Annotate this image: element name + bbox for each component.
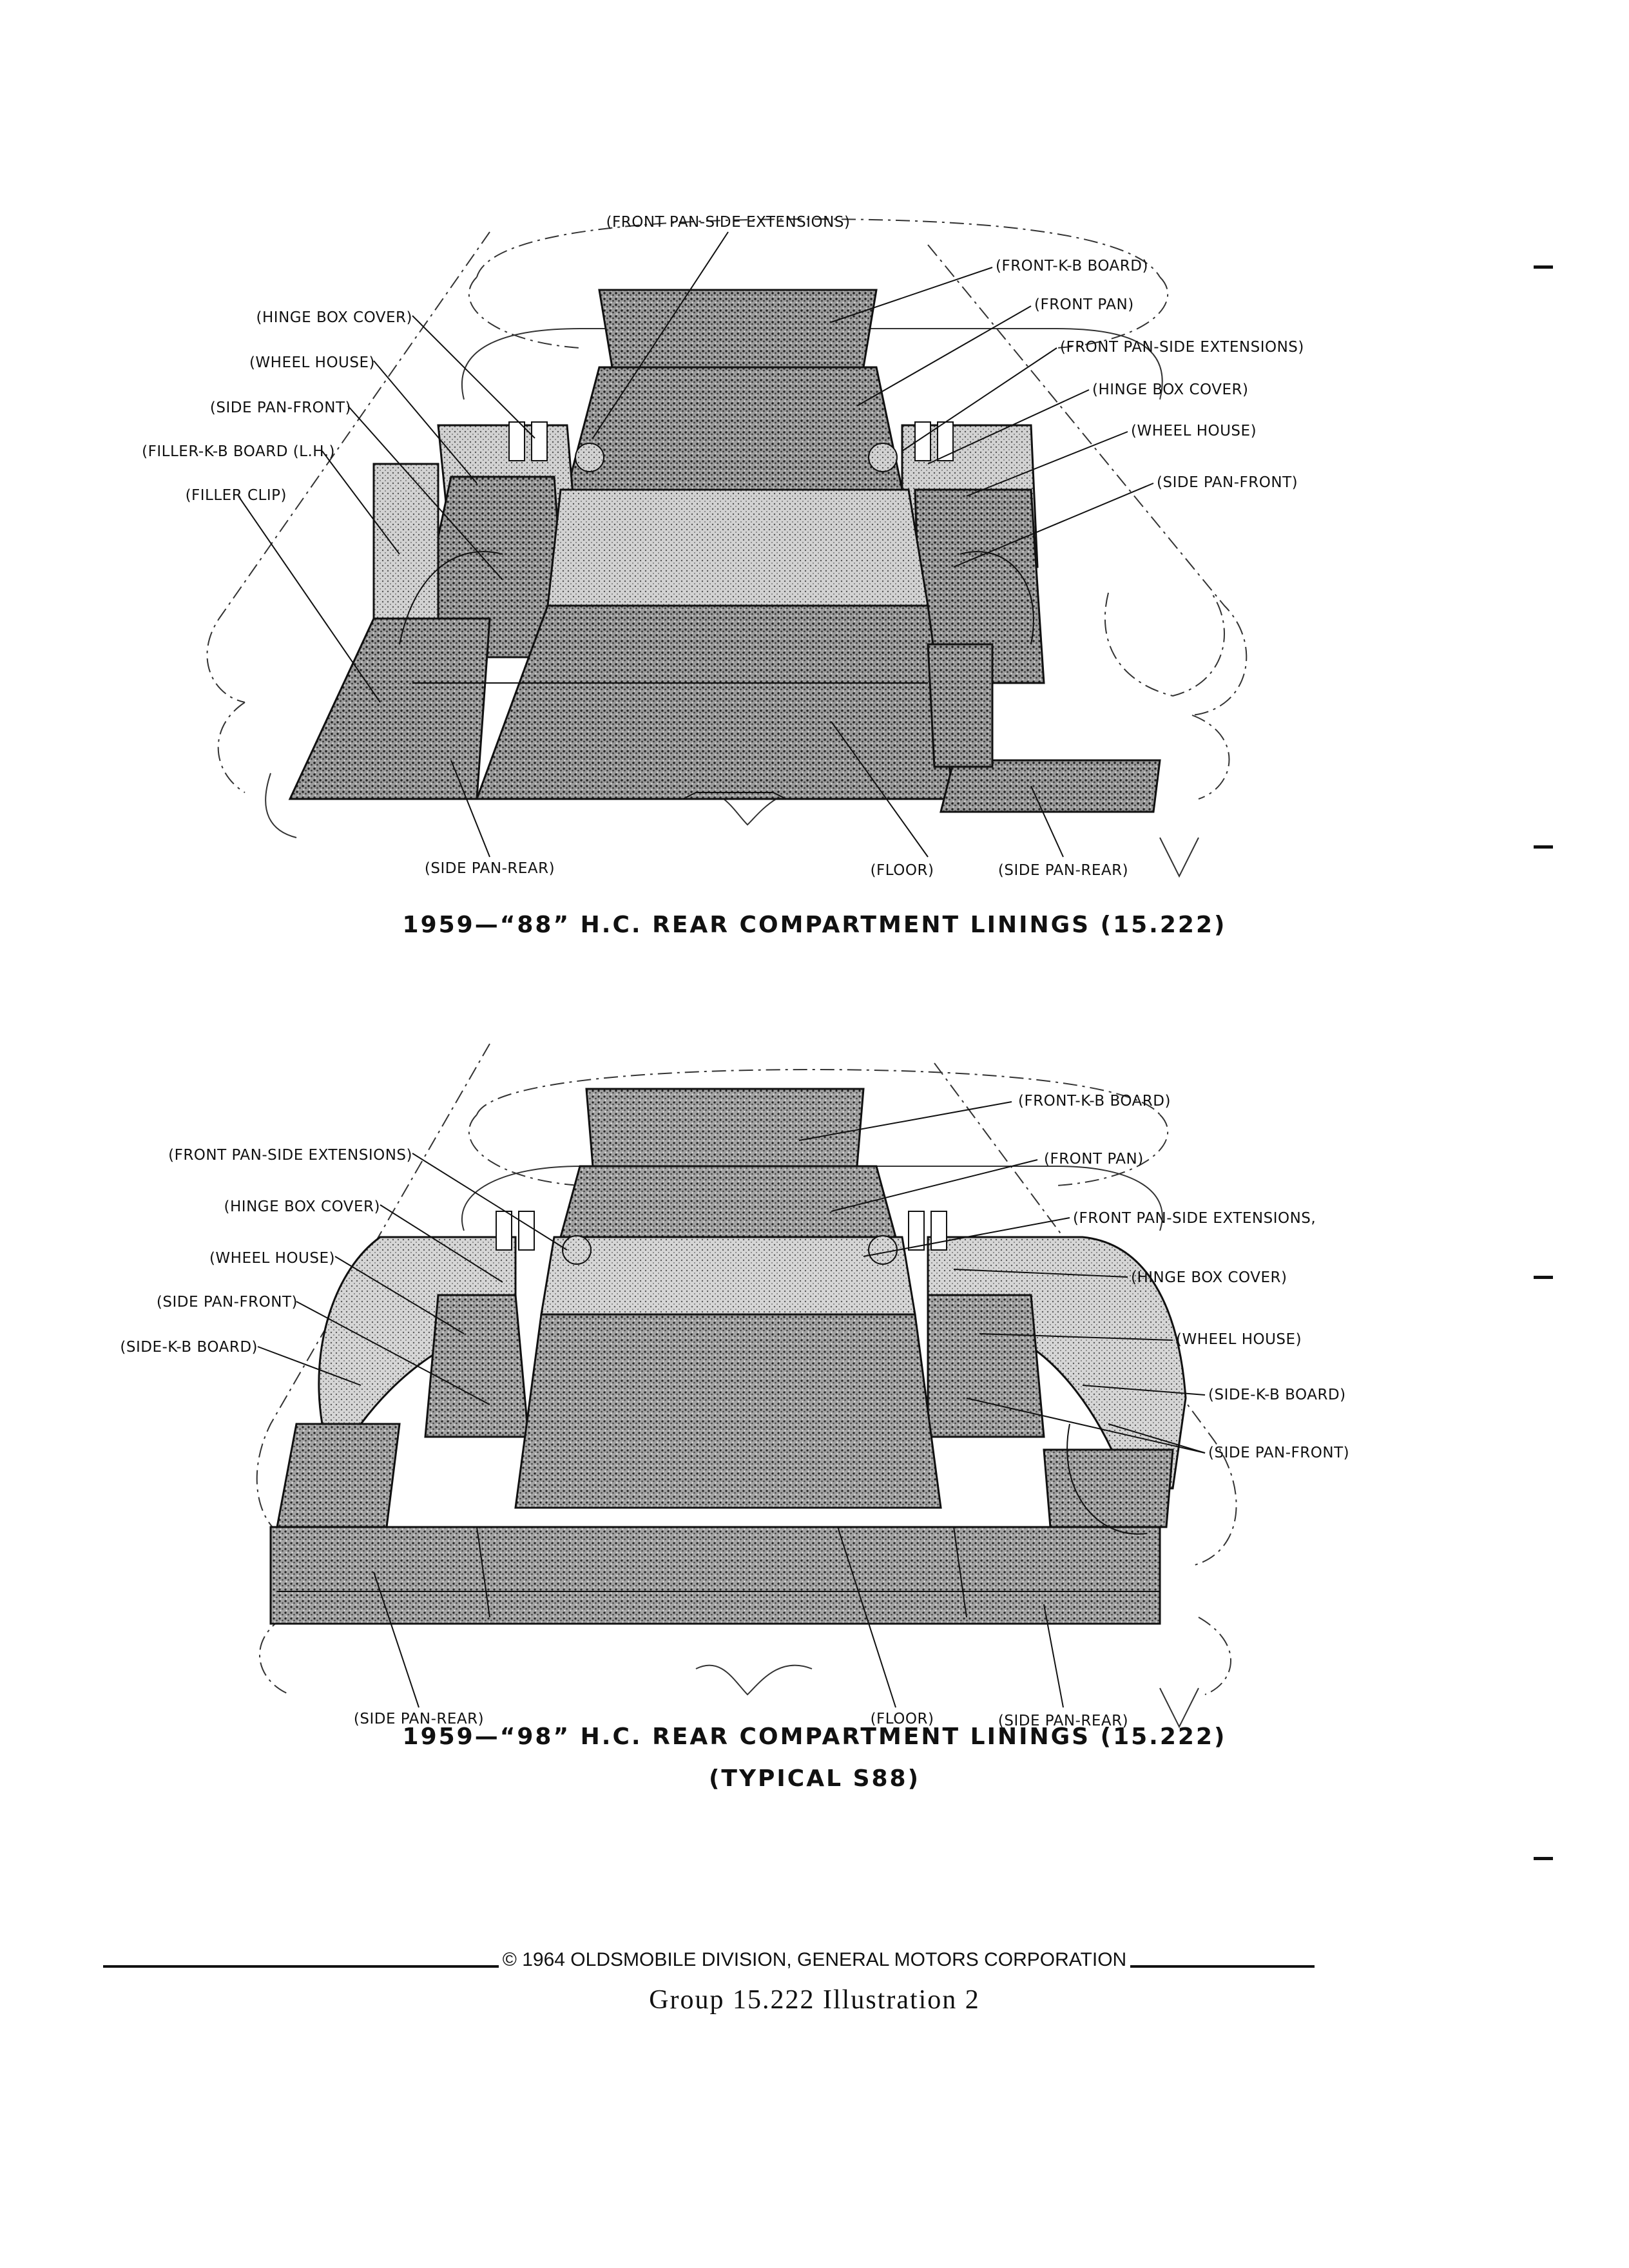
label-filler-clip: (FILLER CLIP)	[186, 487, 287, 504]
diagram-98-rear-compartment: (FRONT-K-B BOARD) (FRONT PAN) (FRONT PAN…	[120, 1043, 1349, 1729]
label-side-pan-rear-left: (SIDE PAN-REAR)	[425, 860, 555, 877]
copyright-text: © 1964 OLDSMOBILE DIVISION, GENERAL MOTO…	[498, 1949, 1131, 1970]
label-side-pan-rear-right: (SIDE PAN-REAR)	[998, 862, 1128, 879]
label-floor: (FLOOR)	[871, 1711, 934, 1727]
label-wheel-house-left: (WHEEL HOUSE)	[209, 1250, 335, 1267]
label-hinge-box-cover-left: (HINGE BOX COVER)	[224, 1198, 380, 1215]
floor-lining	[288, 289, 1161, 813]
label-floor: (FLOOR)	[871, 862, 934, 879]
label-side-pan-front-right: (SIDE PAN-FRONT)	[1157, 474, 1298, 491]
label-hinge-box-cover-left: (HINGE BOX COVER)	[256, 309, 412, 326]
label-front-pan-side-extensions-right: (FRONT PAN-SIDE EXTENSIONS)	[1060, 339, 1304, 356]
label-side-kb-board-right: (SIDE-K-B BOARD)	[1208, 1387, 1346, 1403]
label-front-pan-side-extensions-top: (FRONT PAN-SIDE EXTENSIONS)	[606, 214, 851, 231]
label-front-pan: (FRONT PAN)	[1044, 1151, 1144, 1168]
group-illustration-number: Group 15.222 Illustration 2	[649, 1985, 980, 2015]
label-front-kb-board: (FRONT-K-B BOARD)	[996, 258, 1148, 274]
margin-mark	[1534, 1276, 1553, 1279]
label-front-pan-side-extensions-left: (FRONT PAN-SIDE EXTENSIONS)	[168, 1147, 412, 1164]
copyright-line: © 1964 OLDSMOBILE DIVISION, GENERAL MOTO…	[0, 1949, 1629, 1971]
label-front-pan-side-extensions-right: (FRONT PAN-SIDE EXTENSIONS,	[1073, 1210, 1316, 1227]
label-wheel-house-right: (WHEEL HOUSE)	[1131, 423, 1257, 439]
car-body-outline	[206, 218, 1248, 800]
label-wheel-house-right: (WHEEL HOUSE)	[1176, 1331, 1302, 1348]
margin-mark	[1534, 265, 1553, 269]
leader-lines	[238, 231, 1154, 858]
floor-lining	[269, 1088, 1187, 1625]
leader-lines	[257, 1101, 1206, 1708]
label-front-kb-board: (FRONT-K-B BOARD)	[1018, 1093, 1171, 1110]
figure-2-caption: 1959—“98” H.C. REAR COMPARTMENT LININGS …	[402, 1724, 1227, 1750]
diagram-88-rear-compartment: (FRONT PAN-SIDE EXTENSIONS) (FRONT-K-B B…	[142, 214, 1304, 879]
label-side-pan-front-right: (SIDE PAN-FRONT)	[1208, 1445, 1349, 1461]
label-side-pan-rear-right: (SIDE PAN-REAR)	[998, 1713, 1128, 1729]
label-side-kb-board-left: (SIDE-K-B BOARD)	[120, 1339, 258, 1356]
callout-labels: (FRONT PAN-SIDE EXTENSIONS) (FRONT-K-B B…	[142, 214, 1304, 879]
label-side-pan-front-left: (SIDE PAN-FRONT)	[157, 1294, 298, 1311]
label-front-pan: (FRONT PAN)	[1034, 296, 1134, 313]
margin-mark	[1534, 845, 1553, 849]
label-hinge-box-cover-right: (HINGE BOX COVER)	[1131, 1269, 1287, 1286]
figure-2-subcaption: (TYPICAL S88)	[708, 1765, 921, 1792]
callout-labels: (FRONT-K-B BOARD) (FRONT PAN) (FRONT PAN…	[120, 1093, 1349, 1729]
figure-1-caption: 1959—“88” H.C. REAR COMPARTMENT LININGS …	[402, 912, 1227, 938]
label-side-pan-front-left: (SIDE PAN-FRONT)	[210, 399, 351, 416]
label-hinge-box-cover-right: (HINGE BOX COVER)	[1092, 381, 1248, 398]
label-wheel-house-left: (WHEEL HOUSE)	[249, 354, 375, 371]
margin-mark	[1534, 1857, 1553, 1860]
label-side-pan-rear-left: (SIDE PAN-REAR)	[354, 1711, 484, 1727]
label-filler-kb-board: (FILLER-K-B BOARD (L.H.)	[142, 443, 335, 460]
